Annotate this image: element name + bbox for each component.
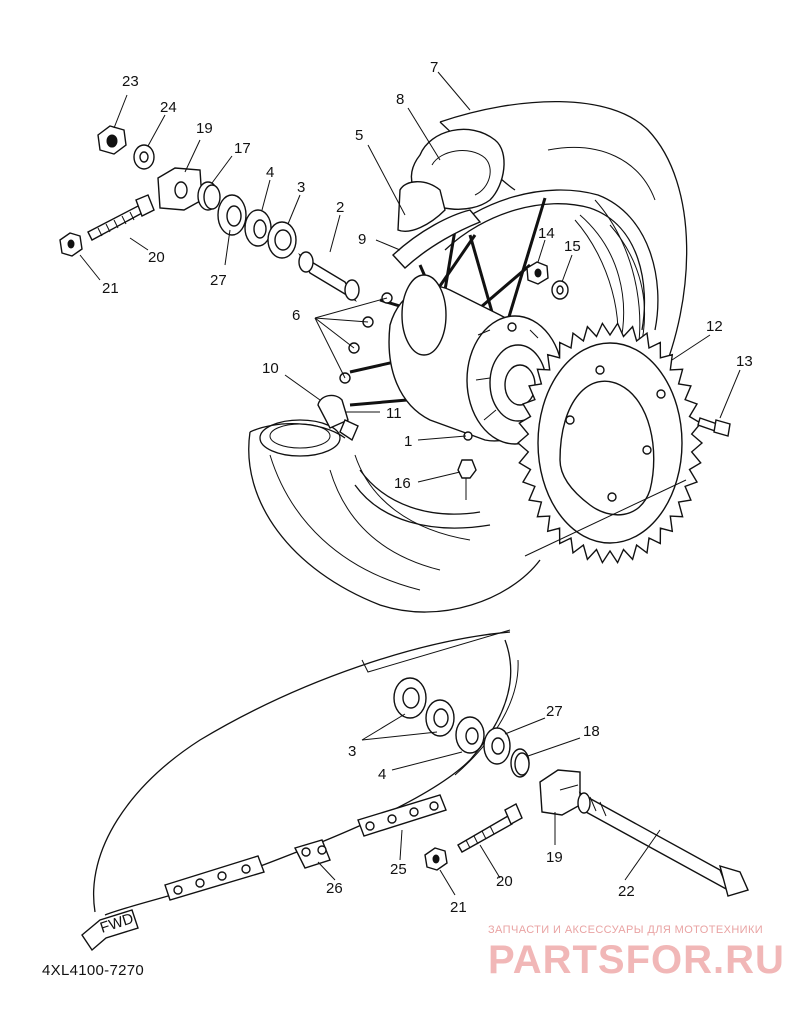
watermark-tagline: ЗАПЧАСТИ И АКСЕССУАРЫ ДЛЯ МОТОТЕХНИКИ bbox=[488, 924, 764, 936]
callout-6: 6 bbox=[292, 307, 300, 324]
rim-lock bbox=[317, 394, 359, 442]
chain-segment-left bbox=[164, 855, 265, 901]
callout-5: 5 bbox=[355, 127, 363, 144]
callout-8: 8 bbox=[396, 91, 404, 108]
chain-master-link-26 bbox=[294, 839, 331, 869]
callout-16: 16 bbox=[394, 475, 411, 492]
sprocket bbox=[516, 321, 704, 565]
right-axle-parts bbox=[393, 677, 749, 897]
callout-3-lower: 3 bbox=[348, 743, 356, 760]
left-axle-parts bbox=[59, 125, 360, 302]
callout-24: 24 bbox=[160, 99, 177, 116]
diagram-part-code: 4XL4100-7270 bbox=[42, 962, 145, 979]
callout-10: 10 bbox=[262, 360, 279, 377]
callout-27-upper: 27 bbox=[210, 272, 227, 289]
chain-segment-25 bbox=[357, 794, 447, 837]
rim-band bbox=[392, 209, 482, 269]
nut-and-washer-14-15 bbox=[526, 261, 569, 300]
callout-22: 22 bbox=[618, 883, 635, 900]
callout-4-upper: 4 bbox=[266, 164, 274, 181]
callout-20-lower: 20 bbox=[496, 873, 513, 890]
callout-11: 11 bbox=[386, 405, 402, 422]
callout-13: 13 bbox=[736, 353, 753, 370]
callout-23: 23 bbox=[122, 73, 139, 90]
callout-15: 15 bbox=[564, 238, 581, 255]
leader-lines bbox=[79, 71, 741, 896]
callout-27-lower: 27 bbox=[546, 703, 563, 720]
callout-20-upper: 20 bbox=[148, 249, 165, 266]
callout-25: 25 bbox=[390, 861, 407, 878]
callout-4-lower: 4 bbox=[378, 766, 386, 783]
tire bbox=[248, 100, 688, 613]
callout-17: 17 bbox=[234, 140, 251, 157]
callout-1: 1 bbox=[404, 433, 412, 450]
watermark-brand: PARTSFOR.RU bbox=[488, 938, 785, 982]
callout-21-upper: 21 bbox=[102, 280, 119, 297]
valve bbox=[397, 181, 446, 232]
callout-18: 18 bbox=[583, 723, 600, 740]
callout-12: 12 bbox=[706, 318, 723, 335]
callout-labels: 23 24 19 17 4 3 2 20 21 27 7 8 5 9 14 15… bbox=[102, 59, 753, 916]
callout-19-upper: 19 bbox=[196, 120, 213, 137]
callout-3-upper: 3 bbox=[297, 179, 305, 196]
callout-9: 9 bbox=[358, 231, 366, 248]
rim bbox=[354, 189, 659, 529]
sprocket-bolt-13 bbox=[697, 417, 731, 437]
callout-26: 26 bbox=[326, 880, 343, 897]
callout-21-lower: 21 bbox=[450, 899, 467, 916]
fwd-arrow: FWD bbox=[81, 909, 139, 952]
callout-14: 14 bbox=[538, 225, 555, 242]
callout-7: 7 bbox=[430, 59, 438, 76]
callout-19-lower: 19 bbox=[546, 849, 563, 866]
valve-cap bbox=[457, 459, 477, 500]
callout-2: 2 bbox=[336, 199, 344, 216]
drive-chain: FWD bbox=[81, 631, 519, 952]
